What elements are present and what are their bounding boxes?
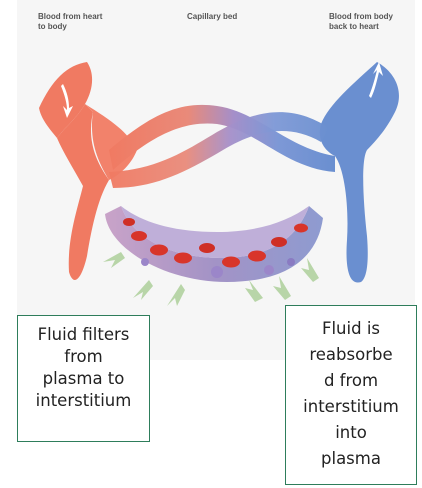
capillary-arches [109,105,335,188]
vein-label: Blood from body back to heart [329,12,393,32]
reabsorption-callout: Fluid is reabsorbe d from interstitium i… [285,305,417,485]
filtration-callout: Fluid filters from plasma to interstitiu… [17,315,150,442]
vein-vessel [320,62,399,283]
artery-label: Blood from heart to body [38,12,102,32]
capillary-bed-label: Capillary bed [187,12,237,22]
